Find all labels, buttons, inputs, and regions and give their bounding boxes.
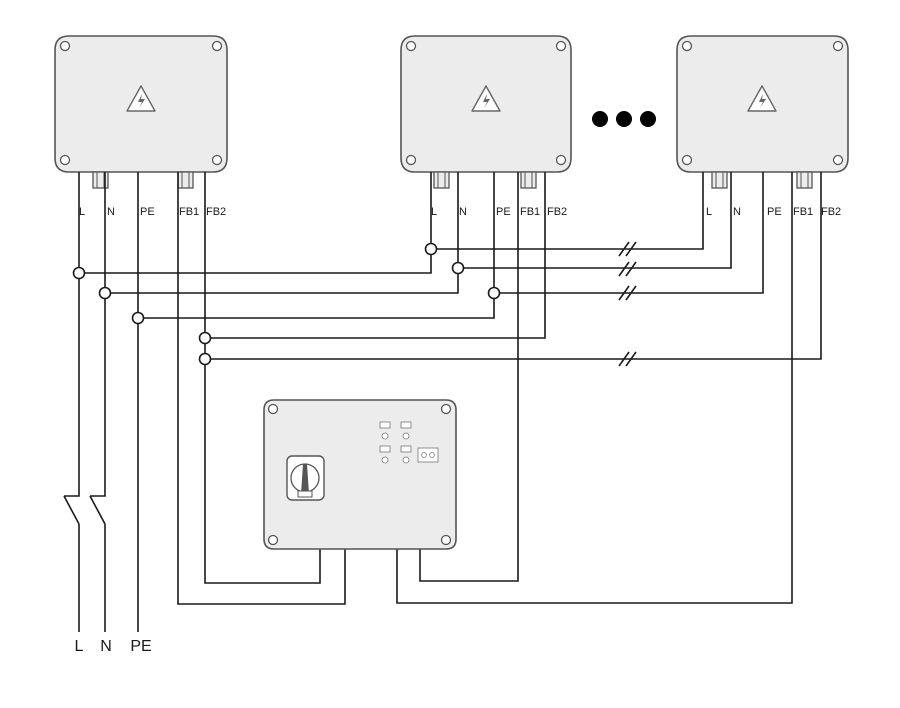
bus-n <box>105 172 459 294</box>
terminal-label-fb1: FB1 <box>179 206 199 218</box>
screw-icon <box>440 403 452 415</box>
terminal-label-l: L <box>431 206 437 218</box>
high-voltage-warning-icon <box>747 85 777 112</box>
junction-node <box>72 266 86 280</box>
screw-icon <box>211 154 223 166</box>
supply-label-pe: PE <box>130 638 151 655</box>
bus-fb2-far <box>205 172 822 360</box>
terminal-label-l: L <box>706 206 712 218</box>
indicator-panel <box>379 421 439 464</box>
bus-n-box3 <box>458 172 732 269</box>
terminal-label-pe: PE <box>140 206 155 218</box>
switch-l <box>64 485 80 497</box>
terminal-label-n: N <box>107 206 115 218</box>
supply-label-l: L <box>75 638 84 655</box>
screw-icon <box>832 40 844 52</box>
terminal-label-l: L <box>79 206 85 218</box>
terminal-label-n: N <box>733 206 741 218</box>
terminal-label-fb2: FB2 <box>547 206 567 218</box>
junction-box-1: L N PE FB1 FB2 <box>54 35 228 218</box>
bus-l-box3 <box>431 172 704 250</box>
wire-fb1-box3 <box>396 172 793 604</box>
rotary-switch-icon <box>286 455 325 501</box>
screw-icon <box>211 40 223 52</box>
ellipsis-dots-icon <box>592 111 656 127</box>
terminal-label-n: N <box>459 206 467 218</box>
switch-n <box>90 485 106 497</box>
screw-icon <box>59 154 71 166</box>
screw-icon <box>440 534 452 546</box>
bus-l <box>79 172 432 274</box>
wire-fb1-box2 <box>419 172 519 582</box>
bus-pe <box>138 172 495 319</box>
screw-icon <box>681 154 693 166</box>
junction-node <box>451 261 465 275</box>
wiring <box>63 172 822 632</box>
wire-fb2-box1 <box>204 172 321 584</box>
screw-icon <box>267 403 279 415</box>
junction-node <box>424 242 438 256</box>
cable-break-marks <box>618 241 637 367</box>
junction-node <box>198 352 212 366</box>
terminal-label-fb2: FB2 <box>206 206 226 218</box>
screw-icon <box>832 154 844 166</box>
junction-node <box>98 286 112 300</box>
terminal-label-fb1: FB1 <box>520 206 540 218</box>
bus-pe-box3 <box>494 172 764 294</box>
junction-node <box>487 286 501 300</box>
controller-box <box>263 399 457 550</box>
screw-icon <box>681 40 693 52</box>
supply-labels: L N PE <box>75 638 152 655</box>
screw-icon <box>267 534 279 546</box>
junction-box-2: L N PE FB1 FB2 <box>400 35 572 218</box>
high-voltage-warning-icon <box>471 85 501 112</box>
terminal-label-fb1: FB1 <box>793 206 813 218</box>
terminal-label-fb2: FB2 <box>821 206 841 218</box>
junction-box-3: L N PE FB1 FB2 <box>676 35 849 218</box>
wire-fb1-box1 <box>177 172 346 605</box>
bus-fb2 <box>205 172 546 339</box>
high-voltage-warning-icon <box>126 85 156 112</box>
supply-label-n: N <box>100 638 112 655</box>
terminal-label-pe: PE <box>767 206 782 218</box>
screw-icon <box>405 40 417 52</box>
screw-icon <box>555 154 567 166</box>
screw-icon <box>59 40 71 52</box>
screw-icon <box>405 154 417 166</box>
junction-node <box>131 311 145 325</box>
screw-icon <box>555 40 567 52</box>
terminal-label-pe: PE <box>496 206 511 218</box>
junction-node <box>198 331 212 345</box>
